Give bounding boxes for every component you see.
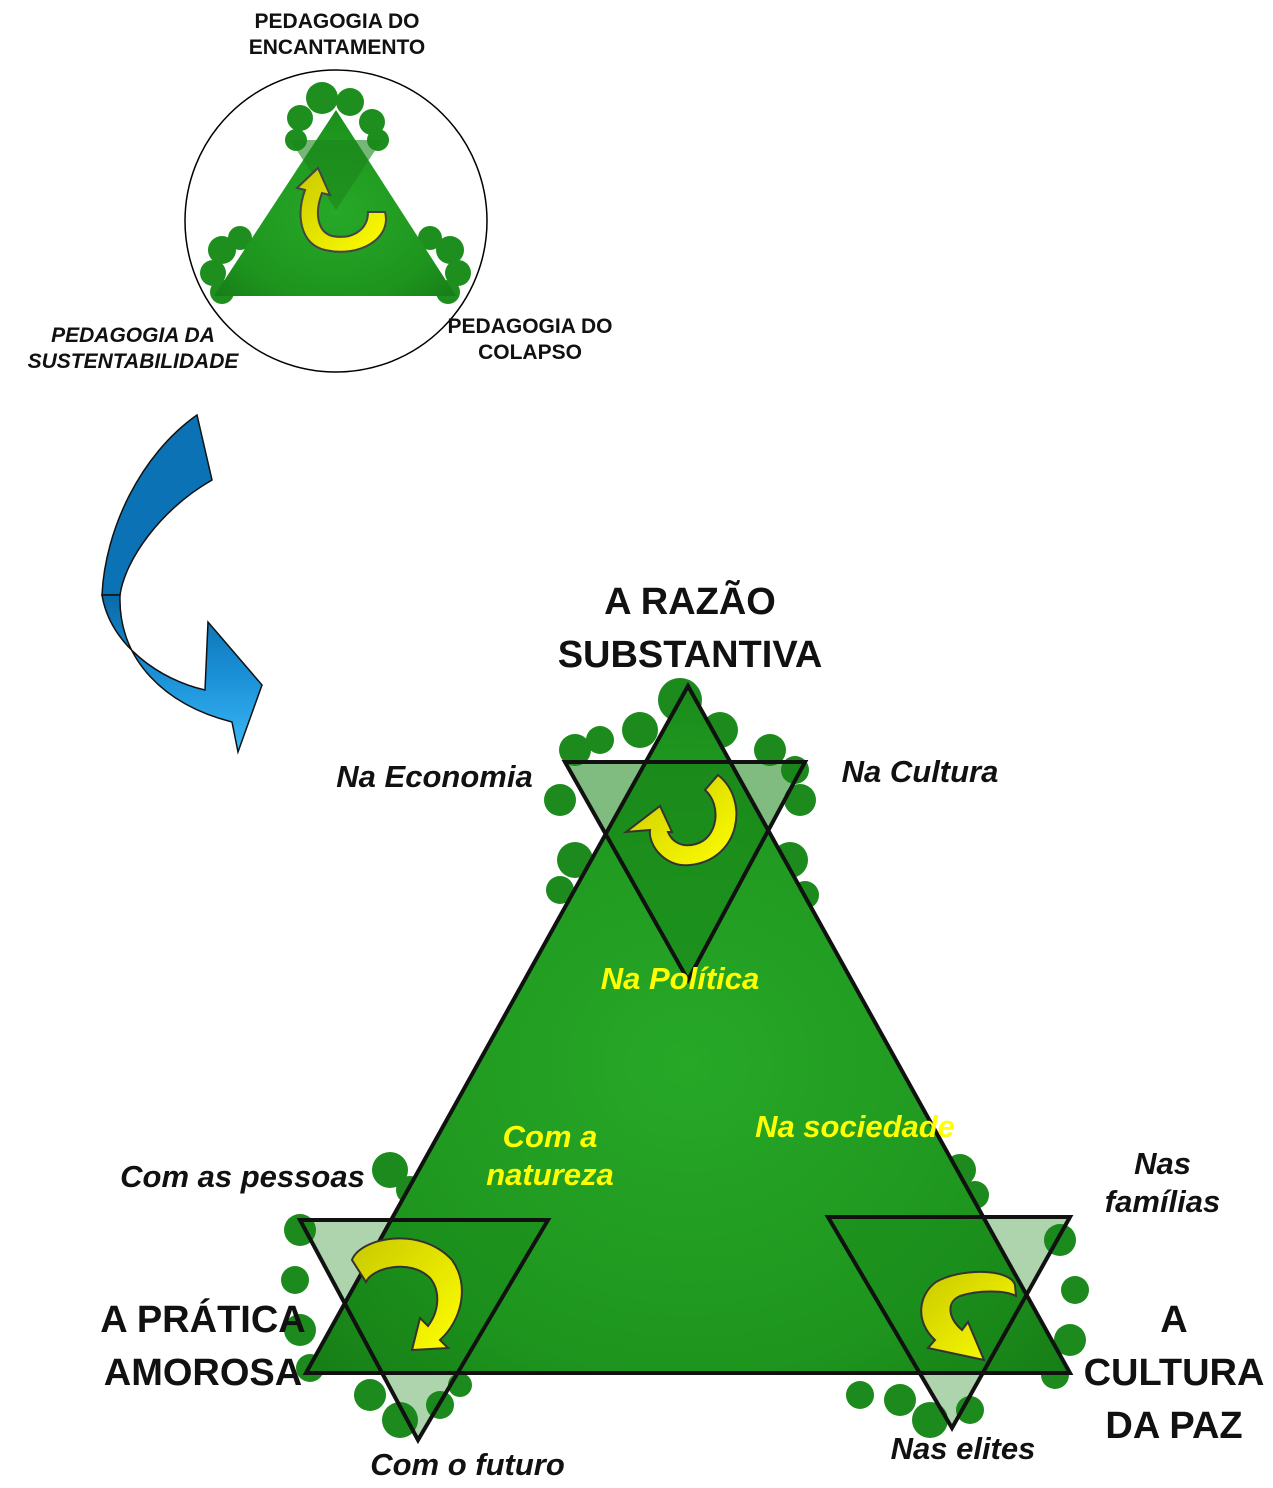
top-yellow-cycle-arrow bbox=[622, 773, 738, 867]
top-star-inverted-triangle bbox=[561, 760, 809, 985]
main-triangle-outline bbox=[302, 681, 1074, 1375]
left-star-inverted-triangle bbox=[296, 1218, 552, 1445]
label-nas-familias: Nas famílias bbox=[1104, 1146, 1221, 1219]
label-com-o-futuro: Com o futuro bbox=[370, 1447, 565, 1482]
right-yellow-cycle-arrow bbox=[920, 1270, 1018, 1362]
label-pratica-amorosa: A PRÁTICA AMOROSA bbox=[100, 1299, 306, 1395]
label-na-politica: Na Política bbox=[600, 961, 760, 996]
label-na-cultura: Na Cultura bbox=[841, 754, 999, 789]
label-na-sociedade: Na sociedade bbox=[755, 1109, 955, 1144]
label-pedagogia-encantamento: PEDAGOGIA DO ENCANTAMENTO bbox=[248, 10, 426, 59]
small-fractal-triangle bbox=[200, 82, 471, 304]
blue-transition-arrow bbox=[101, 413, 263, 755]
label-na-economia: Na Economia bbox=[336, 759, 533, 794]
label-razao-substantiva: A RAZÃO SUBSTANTIVA bbox=[557, 581, 823, 677]
label-com-as-pessoas: Com as pessoas bbox=[120, 1159, 365, 1194]
label-nas-elites: Nas elites bbox=[890, 1431, 1036, 1466]
label-pedagogia-colapso: PEDAGOGIA DO COLAPSO bbox=[447, 315, 613, 364]
label-com-a-natureza: Com a natureza bbox=[486, 1119, 614, 1192]
label-pedagogia-sustentabilidade: PEDAGOGIA DA SUSTENTABILIDADE bbox=[27, 324, 239, 373]
right-star-inverted-triangle bbox=[824, 1215, 1074, 1433]
small-yellow-cycle-arrow bbox=[294, 166, 387, 253]
left-yellow-cycle-arrow bbox=[350, 1237, 463, 1352]
label-cultura-da-paz: A CULTURA DA PAZ bbox=[1083, 1299, 1265, 1448]
